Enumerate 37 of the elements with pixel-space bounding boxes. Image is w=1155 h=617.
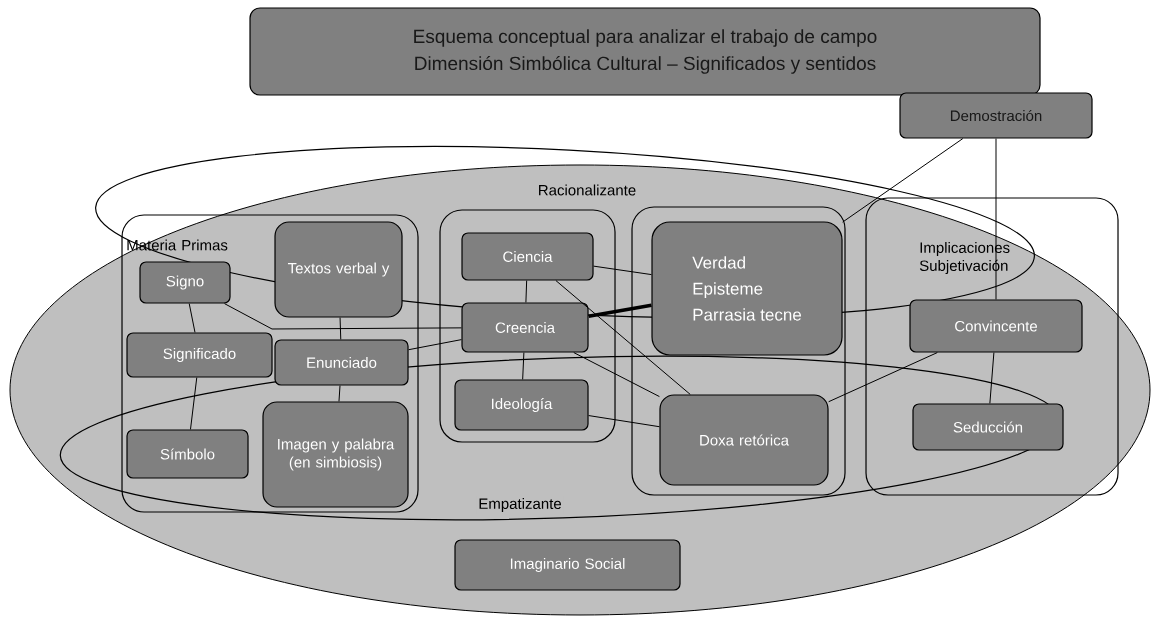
process-box: Seducción (912, 403, 1064, 451)
process-box: Significado (126, 332, 273, 378)
connector-line (525, 280, 528, 303)
connector-line (338, 385, 341, 402)
connector-line (522, 352, 525, 380)
process-box: Enunciado (274, 339, 409, 386)
title-box: Esquema conceptual para analizar el trabajo de campo Dimensión Simbólica Cultural – Significados y sentidos (249, 7, 1041, 96)
connector-line (188, 303, 196, 333)
process-box: Imaginario Social (454, 539, 681, 591)
connector-line (989, 352, 995, 404)
connector-line (842, 138, 964, 223)
connector-line (995, 138, 997, 300)
connector-line (573, 352, 660, 398)
connector-line (408, 339, 462, 351)
process-box: Creencia (461, 302, 589, 353)
process-box: Doxa retórica (659, 394, 829, 486)
process-box: Ideología (454, 379, 589, 431)
process-box: Verdad Episteme Parrasia tecne (651, 221, 843, 356)
process-box: Símbolo (126, 429, 249, 479)
region-label: Racionalizante (535, 182, 639, 198)
process-box: Signo (139, 261, 231, 304)
process-box: Ciencia (461, 232, 594, 281)
process-box: Textos verbal y (274, 221, 403, 318)
connector-line (190, 377, 198, 430)
connector-line (224, 303, 462, 330)
process-box: Imagen y palabra (en simbiosis) (262, 401, 409, 508)
connector-line (339, 317, 342, 340)
group-box (439, 209, 616, 443)
connector-line (828, 352, 938, 403)
process-box: Demostración (899, 92, 1093, 139)
connector-line (588, 415, 660, 428)
process-box: Convincente (909, 299, 1083, 353)
group-box (631, 206, 846, 496)
connector-line (555, 280, 691, 395)
region-label: Empatizante (476, 496, 564, 514)
connector-line (588, 303, 652, 319)
connector-line (593, 265, 652, 276)
